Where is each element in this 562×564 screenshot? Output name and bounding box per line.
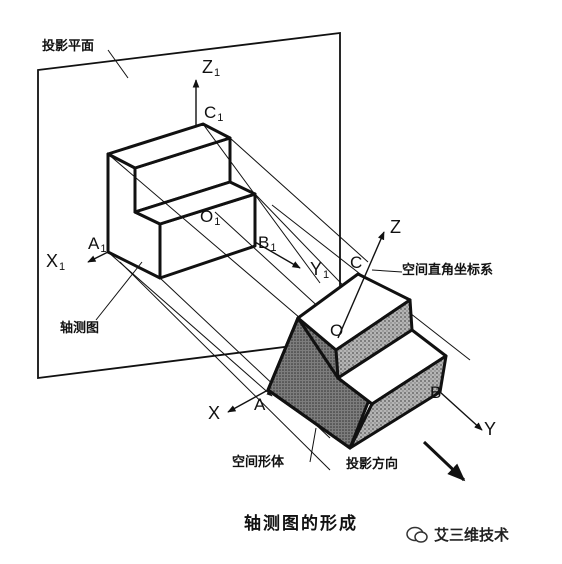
watermark: 艾三维技术 — [406, 526, 509, 544]
o1-label: O1 — [200, 207, 221, 228]
b1-label: B1 — [258, 233, 277, 254]
z-label: Z — [390, 217, 401, 237]
x-label: X — [208, 403, 221, 423]
x-axis — [227, 389, 269, 413]
x1-label: X1 — [46, 251, 66, 273]
y-label: Y — [484, 419, 497, 439]
c-label: C — [350, 253, 363, 272]
space-object-shape — [266, 272, 448, 450]
axonometric-drawing-label: 轴测图 — [60, 321, 100, 336]
y-axis — [439, 391, 483, 431]
space-object-label: 空间形体 — [232, 455, 285, 470]
y1-label: Y1 — [310, 259, 330, 281]
c1-label: C1 — [204, 103, 224, 124]
watermark-text: 艾三维技术 — [434, 525, 510, 544]
leader-lines — [95, 49, 403, 463]
a1-label: A1 — [88, 234, 107, 255]
a-label: A — [254, 395, 266, 414]
projection-plane-label: 投影平面 — [42, 39, 95, 54]
space-axes — [227, 231, 483, 431]
space-cartesian-label: 空间直角坐标系 — [402, 263, 494, 278]
projection-direction-arrow — [422, 440, 466, 482]
o-label: O — [330, 321, 344, 340]
projection-direction-label: 投影方向 — [346, 457, 399, 472]
z1-label: Z1 — [202, 57, 221, 79]
b-label: B — [430, 383, 442, 402]
z-axis — [337, 231, 385, 339]
chat-bubble-icon — [406, 526, 428, 543]
diagram-caption: 轴测图的形成 — [244, 514, 358, 534]
